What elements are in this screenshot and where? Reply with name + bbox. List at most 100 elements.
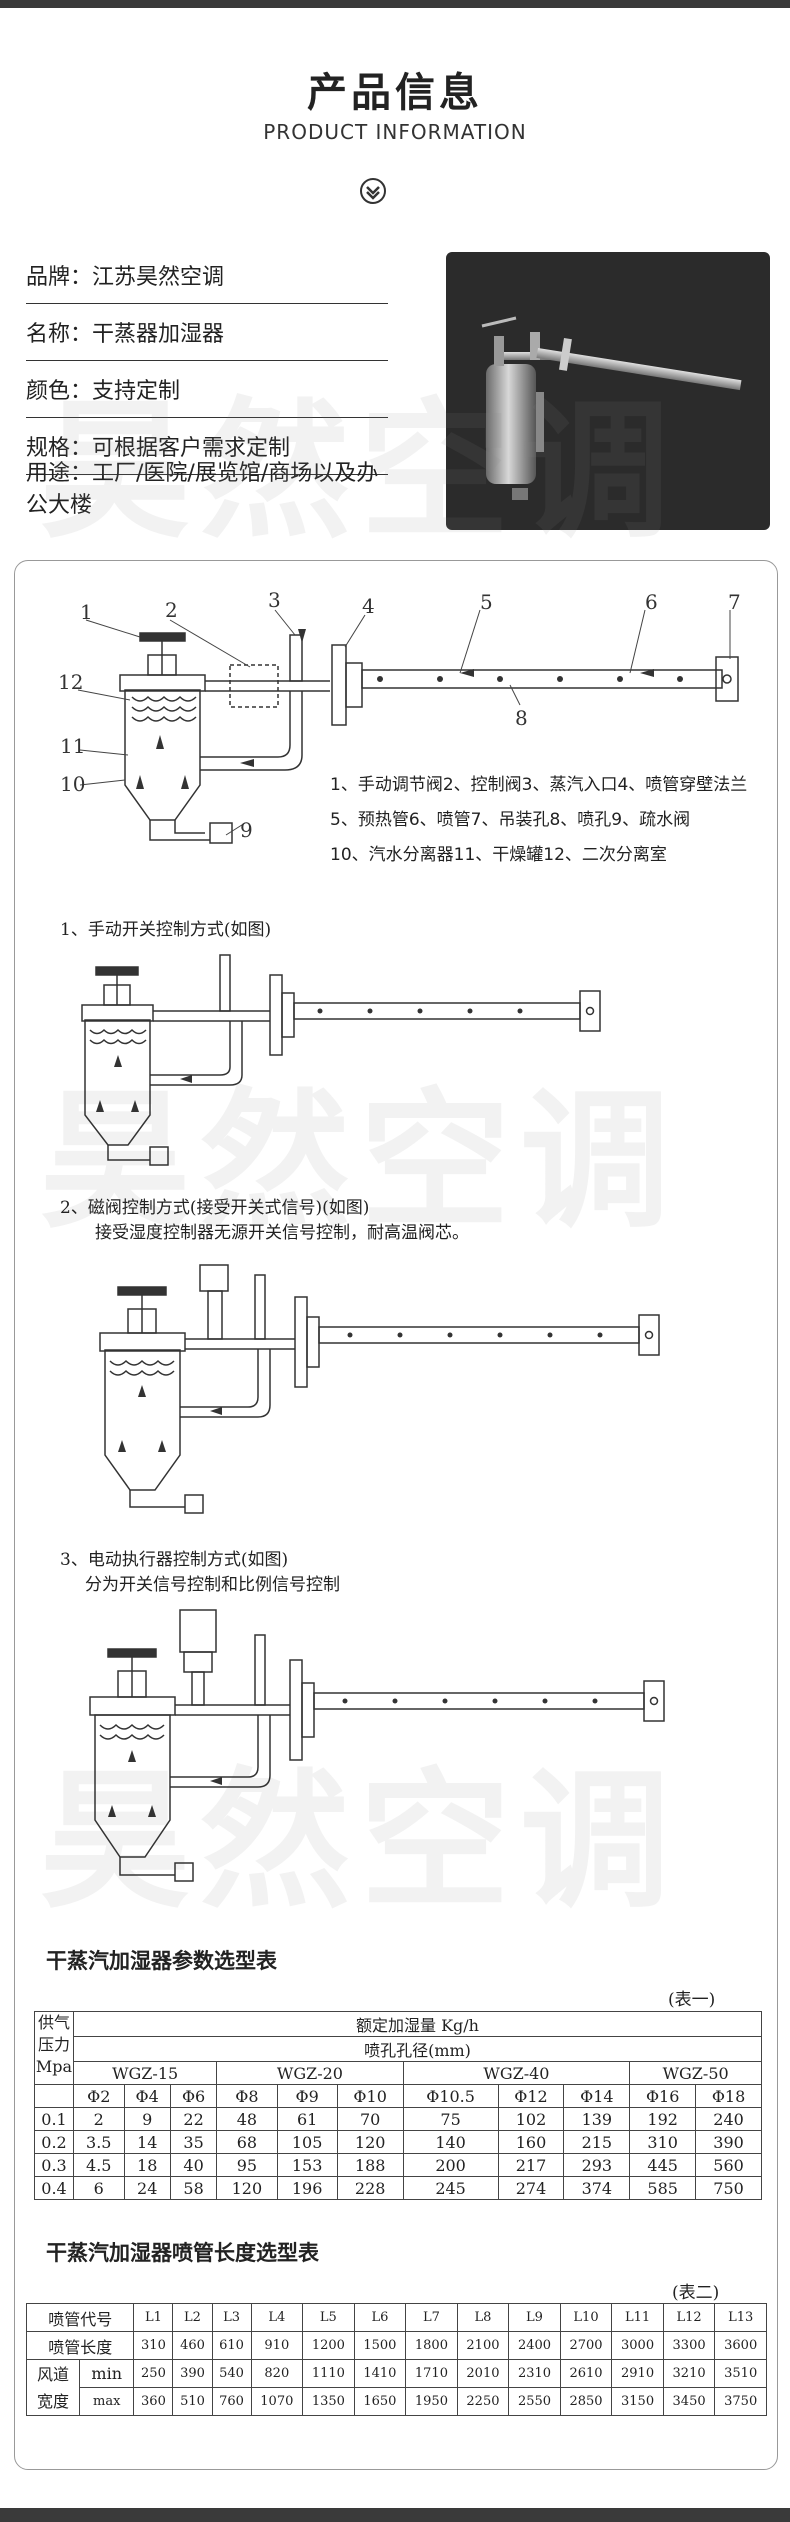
table-cell: 460 <box>172 2331 213 2360</box>
table-cell: 2 <box>73 2107 125 2131</box>
callout-11: 11 <box>60 734 85 758</box>
table-cell: 196 <box>276 2176 338 2200</box>
table-cell: 2250 <box>456 2387 510 2416</box>
watermark-3: 昊然空调 <box>40 1755 681 1929</box>
table-cell: 75 <box>402 2107 499 2131</box>
table-cell: 40 <box>169 2153 218 2177</box>
table-cell: 2700 <box>559 2331 613 2360</box>
spec-usage: 用途：工厂/医院/展览馆/商场以及办公大楼 <box>26 461 388 531</box>
table-cell: 2400 <box>508 2331 561 2360</box>
hole-size: Φ16 <box>629 2084 697 2108</box>
method-3-desc: 分为开关信号控制和比例信号控制 <box>85 1575 340 1595</box>
table-cell: 1500 <box>353 2331 407 2360</box>
table-cell: 215 <box>563 2130 631 2154</box>
callout-6: 6 <box>645 590 658 614</box>
table-cell: L6 <box>353 2303 407 2332</box>
spec-size: 规格：可根据客户需求定制 <box>26 419 388 475</box>
table-cell: 2100 <box>456 2331 510 2360</box>
spec-size-text: 规格：可根据客户需求定制 <box>26 436 291 461</box>
method-2-diagram <box>99 1264 660 1514</box>
table-cell: L7 <box>405 2303 458 2332</box>
pressure-header-3: Mpa <box>35 2057 73 2076</box>
duct-label-1: 风道 <box>36 2364 69 2384</box>
table-cell: 3.5 <box>73 2130 125 2154</box>
spec-name: 名称：干蒸器加湿器 <box>26 305 388 361</box>
table-cell: 1200 <box>302 2331 355 2360</box>
table-cell: 245 <box>402 2176 499 2200</box>
table-cell: 3000 <box>611 2331 664 2360</box>
hole-size: Φ18 <box>695 2084 762 2108</box>
page-title: 产品信息 <box>307 70 483 116</box>
table-cell: 105 <box>276 2130 338 2154</box>
schematic-diagram-1: 1 2 3 4 5 6 7 8 9 10 11 12 <box>58 588 741 844</box>
table-cell: 2910 <box>611 2359 664 2388</box>
table-cell: 1800 <box>405 2331 458 2360</box>
top-bar <box>0 0 790 8</box>
legend-line-3: 10、汽水分离器11、干燥罐12、二次分离室 <box>330 845 667 865</box>
table-cell: 70 <box>336 2107 404 2131</box>
table-1-title: 干蒸汽加湿器参数选型表 <box>46 1949 277 1973</box>
duct-width-label: 风道 宽度 <box>26 2359 80 2416</box>
model-wgz-20: WGZ-20 <box>216 2061 404 2085</box>
hole-diameter-header: 喷孔孔径(mm) <box>73 2036 762 2062</box>
table-cell: 445 <box>629 2153 697 2177</box>
table-cell: 61 <box>276 2107 338 2131</box>
table-cell: 2010 <box>456 2359 510 2388</box>
table-1-note: (表一) <box>668 1990 716 2010</box>
bottom-bar <box>0 2508 790 2522</box>
legend-line-2: 5、预热管6、喷管7、吊装孔8、喷孔9、疏水阀 <box>330 810 691 830</box>
table-cell: 560 <box>695 2153 762 2177</box>
diagram-panel <box>14 560 778 2470</box>
table-cell: 35 <box>169 2130 218 2154</box>
table-cell: 139 <box>563 2107 631 2131</box>
table-cell: 3300 <box>662 2331 716 2360</box>
code-label: 喷管代号 <box>25 2303 135 2332</box>
table-cell: 390 <box>695 2130 762 2154</box>
table-cell: 1950 <box>405 2387 458 2416</box>
method-2-title: 2、磁阀控制方式(接受开关式信号)(如图) <box>60 1198 370 1218</box>
table-cell: L13 <box>714 2303 767 2332</box>
pressure-header: 供气 压力 Mpa <box>34 2011 74 2085</box>
method-1-diagram <box>81 954 601 1166</box>
method-1-title: 1、手动开关控制方式(如图) <box>60 920 272 940</box>
table-cell: 0.1 <box>34 2107 74 2131</box>
table-cell: 58 <box>169 2176 218 2200</box>
table-cell: 228 <box>336 2176 404 2200</box>
table-cell: 250 <box>133 2359 174 2388</box>
hole-size: Φ2 <box>73 2084 125 2108</box>
product-photo <box>446 252 770 530</box>
table-cell: 0.2 <box>34 2130 74 2154</box>
spec-brand-text: 品牌：江苏昊然空调 <box>26 265 225 290</box>
callout-5: 5 <box>480 590 493 614</box>
table-cell: 4.5 <box>73 2153 125 2177</box>
table-cell: 1410 <box>353 2359 407 2388</box>
table-cell: 102 <box>497 2107 565 2131</box>
callout-9: 9 <box>240 818 253 842</box>
pressure-header-2: 压力 <box>37 2035 70 2054</box>
table-cell: 48 <box>216 2107 278 2131</box>
table-cell: 188 <box>336 2153 404 2177</box>
table-cell: 140 <box>402 2130 499 2154</box>
callout-12: 12 <box>58 670 83 694</box>
table-cell: L1 <box>133 2303 174 2332</box>
rated-capacity-header: 额定加湿量 Kg/h <box>73 2011 762 2037</box>
table-cell: 820 <box>250 2359 304 2388</box>
spec-color-text: 颜色：支持定制 <box>26 379 181 404</box>
callout-2: 2 <box>165 598 178 622</box>
table-cell: 540 <box>211 2359 252 2388</box>
table-cell: 3750 <box>714 2387 767 2416</box>
max-label: max <box>78 2387 135 2416</box>
table-cell: 1110 <box>302 2359 355 2388</box>
table-cell: 2610 <box>559 2359 613 2388</box>
table-cell: 750 <box>695 2176 762 2200</box>
table-cell: 22 <box>169 2107 218 2131</box>
table-cell: 610 <box>211 2331 252 2360</box>
table-cell: 1650 <box>353 2387 407 2416</box>
hole-size: Φ8 <box>216 2084 278 2108</box>
min-label: min <box>78 2359 135 2388</box>
